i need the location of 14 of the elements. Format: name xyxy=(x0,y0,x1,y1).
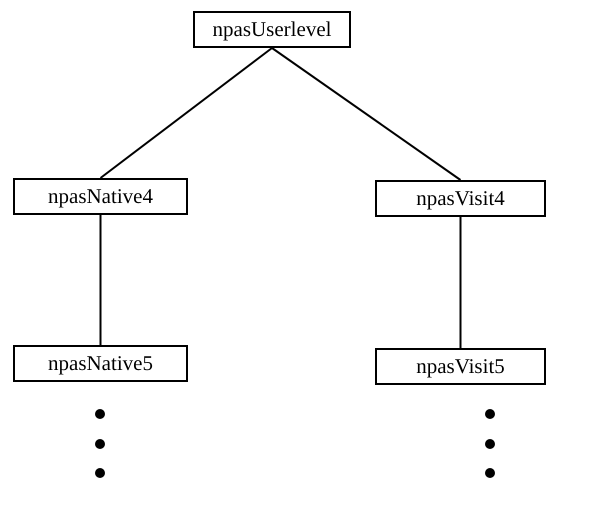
node-box xyxy=(375,180,546,217)
connector-line xyxy=(271,47,462,181)
connector-line xyxy=(460,217,462,348)
node-label: npasNative5 xyxy=(48,351,153,376)
node-box xyxy=(13,178,188,215)
node-label: npasNative4 xyxy=(48,184,153,209)
connector-line xyxy=(100,47,273,179)
node-label: npasVisit5 xyxy=(416,354,505,379)
node-label: npasVisit4 xyxy=(416,186,505,211)
connector-line xyxy=(100,215,102,345)
node-label: npasUserlevel xyxy=(212,17,332,42)
node-box xyxy=(13,345,188,382)
node-box xyxy=(375,348,546,385)
node-box xyxy=(193,11,351,48)
